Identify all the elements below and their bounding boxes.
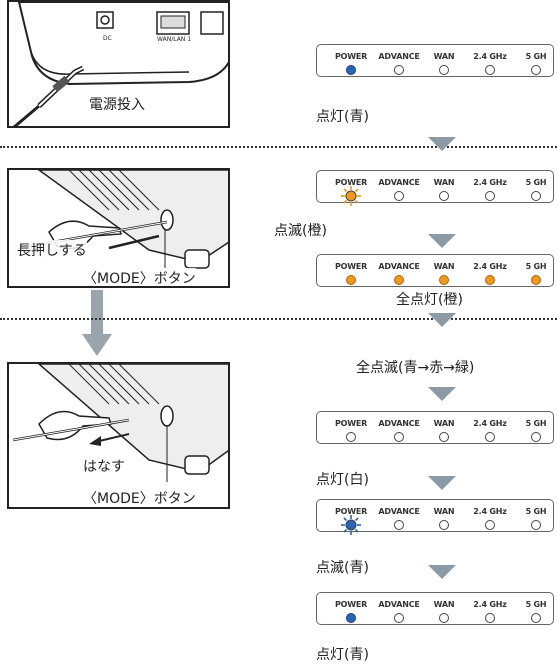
mode-button-caption: 〈MODE〉ボタン xyxy=(83,268,196,286)
photo-power-on: DC WAN/LAN 1 電源投入 xyxy=(7,0,230,128)
wan-port-label: WAN/LAN 1 xyxy=(157,36,192,43)
led-indicator xyxy=(531,275,541,285)
dc-port-label: DC xyxy=(103,35,112,42)
led-indicator xyxy=(394,432,404,442)
led-indicator xyxy=(531,520,541,530)
led-state-caption: 点滅(青) xyxy=(316,560,369,576)
led-panel: POWER ADVANCE WAN 2.4 GHz 5 GH xyxy=(316,44,554,77)
step-down-arrow xyxy=(428,313,456,327)
led-indicator xyxy=(485,191,495,201)
section-divider-2 xyxy=(0,318,557,320)
led-state-caption: 全点滅(青→赤→緑) xyxy=(356,360,475,376)
led-panel: POWER ADVANCE WAN 2.4 GHz 5 GH xyxy=(316,592,554,625)
blink-burst-icon xyxy=(341,515,361,535)
led-state-caption: 点灯(青) xyxy=(316,647,369,663)
led-indicator xyxy=(531,65,541,75)
led-label: 2.4 GHz xyxy=(473,600,507,609)
led-label: 2.4 GHz xyxy=(473,178,507,187)
led-label: WAN xyxy=(433,178,455,187)
led-label: POWER xyxy=(334,600,368,609)
led-label: WAN xyxy=(433,419,455,428)
step-down-arrow xyxy=(428,565,456,579)
led-indicator xyxy=(485,432,495,442)
led-label: 2.4 GHz xyxy=(473,507,507,516)
led-indicator xyxy=(439,432,449,442)
led-indicator xyxy=(394,520,404,530)
led-label: ADVANCE xyxy=(378,600,420,609)
led-label: POWER xyxy=(334,52,368,61)
router-rear-illustration xyxy=(13,2,228,126)
power-on-caption: 電源投入 xyxy=(89,94,145,114)
led-indicator xyxy=(439,65,449,75)
led-indicator xyxy=(485,65,495,75)
led-label: 2.4 GHz xyxy=(473,262,507,271)
led-label: WAN xyxy=(433,262,455,271)
led-indicator xyxy=(346,275,356,285)
led-indicator xyxy=(394,191,404,201)
led-indicator xyxy=(346,65,356,75)
led-state-caption: 全点灯(橙) xyxy=(396,292,463,308)
photo-mode-release: はなす 〈MODE〉ボタン xyxy=(7,362,230,509)
led-label: WAN xyxy=(433,52,455,61)
led-label: 5 GH xyxy=(525,507,547,516)
led-label: WAN xyxy=(433,507,455,516)
led-label: POWER xyxy=(334,178,368,187)
led-label: 5 GH xyxy=(525,419,547,428)
led-indicator xyxy=(394,613,404,623)
led-state-caption: 点灯(青) xyxy=(316,109,369,125)
mode-button-caption-2: 〈MODE〉ボタン xyxy=(83,488,196,507)
led-label: 5 GH xyxy=(525,262,547,271)
led-label: 5 GH xyxy=(525,52,547,61)
led-panel: POWER ADVANCE WAN 2.4 GHz 5 GH xyxy=(316,254,554,287)
led-label: 2.4 GHz xyxy=(473,419,507,428)
led-indicator xyxy=(485,613,495,623)
section-divider-1 xyxy=(0,146,557,148)
led-panel: POWER ADVANCE WAN 2.4 GHz 5 GH xyxy=(316,499,554,535)
step-down-arrow xyxy=(428,476,456,490)
mode-release-illustration xyxy=(12,364,228,482)
release-caption: はなす xyxy=(83,456,125,476)
step-down-arrow xyxy=(428,234,456,248)
led-label: ADVANCE xyxy=(378,262,420,271)
led-label: ADVANCE xyxy=(378,52,420,61)
photo-mode-long-press: 長押しする 〈MODE〉ボタン xyxy=(7,168,230,288)
led-indicator xyxy=(439,275,449,285)
led-indicator xyxy=(394,275,404,285)
led-label: 5 GH xyxy=(525,178,547,187)
led-indicator xyxy=(485,275,495,285)
long-press-caption: 長押しする xyxy=(17,240,87,260)
led-label: ADVANCE xyxy=(378,419,420,428)
led-indicator xyxy=(439,520,449,530)
led-indicator xyxy=(439,191,449,201)
step-down-arrow xyxy=(428,387,456,401)
blink-burst-icon xyxy=(341,186,361,206)
led-indicator xyxy=(439,613,449,623)
led-label: POWER xyxy=(334,507,368,516)
led-indicator xyxy=(346,613,356,623)
led-state-caption: 点滅(橙) xyxy=(274,223,327,239)
led-label: POWER xyxy=(334,419,368,428)
led-indicator xyxy=(531,432,541,442)
led-label: WAN xyxy=(433,600,455,609)
transition-arrow xyxy=(82,290,112,356)
led-indicator xyxy=(394,65,404,75)
led-label: 5 GH xyxy=(525,600,547,609)
led-state-caption: 点灯(白) xyxy=(316,472,369,488)
led-panel: POWER ADVANCE WAN 2.4 GHz 5 GH xyxy=(316,170,554,206)
led-label: ADVANCE xyxy=(378,178,420,187)
step-down-arrow xyxy=(428,137,456,151)
led-indicator xyxy=(531,613,541,623)
led-label: POWER xyxy=(334,262,368,271)
led-label: 2.4 GHz xyxy=(473,52,507,61)
led-indicator xyxy=(485,520,495,530)
led-indicator xyxy=(346,432,356,442)
led-indicator xyxy=(531,191,541,201)
led-label: ADVANCE xyxy=(378,507,420,516)
led-panel: POWER ADVANCE WAN 2.4 GHz 5 GH xyxy=(316,411,554,444)
